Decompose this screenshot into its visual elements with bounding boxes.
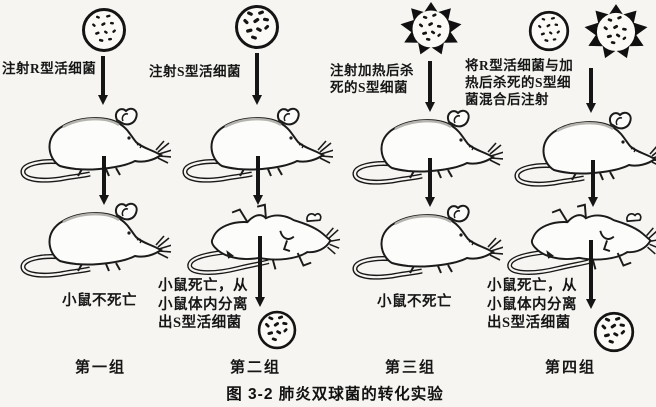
injection-arrow-group1	[101, 56, 105, 96]
figure-caption: 图 3-2 肺炎双球菌的转化实验	[226, 386, 444, 403]
alive-mouse-icon-group3-result	[348, 202, 503, 280]
injection-arrow-group4	[589, 68, 593, 104]
group-label-2: 第二组	[230, 360, 282, 376]
progress-arrow-group1	[102, 156, 106, 196]
dead-mouse-icon-group4	[502, 198, 656, 280]
group-label-1: 第一组	[75, 360, 127, 376]
injection-label-group4: 将R型活细菌与加 热后杀死的S型细 菌混合后注射	[465, 58, 574, 107]
isolation-arrow-group2	[258, 236, 262, 298]
progress-arrow-group2	[256, 156, 260, 196]
heat-killed-s-dish-icon-group4	[583, 3, 649, 63]
isolated-s-dish-icon-group4	[592, 310, 636, 354]
petri-dish-r-type-icon-group1	[80, 6, 128, 54]
progress-arrow-group4	[591, 160, 595, 198]
injection-arrow-group2	[255, 53, 259, 96]
heat-killed-s-dish-icon-group3	[399, 1, 463, 59]
injection-label-group1: 注射R型活细菌	[2, 61, 97, 76]
result-label-group2: 小鼠死亡，从 小鼠体内分离 出S型活细菌	[158, 278, 248, 331]
injection-label-group2: 注射S型活细菌	[149, 64, 242, 79]
group-label-4: 第四组	[545, 360, 597, 376]
result-label-group1: 小鼠不死亡	[62, 293, 137, 309]
alive-mouse-icon-group3-injected	[348, 107, 503, 185]
group-label-3: 第三组	[385, 360, 437, 376]
progress-arrow-group3	[428, 158, 432, 198]
petri-dish-r-type-icon-group4	[527, 9, 571, 53]
alive-mouse-icon-group4-injected	[510, 109, 656, 187]
result-label-group3: 小鼠不死亡	[377, 294, 452, 310]
isolation-arrow-group4	[589, 240, 593, 300]
result-label-group4: 小鼠死亡，从 小鼠体内分离 出S型活细菌	[487, 278, 577, 331]
alive-mouse-icon-group1-injected	[16, 105, 171, 183]
alive-mouse-icon-group1-result	[16, 200, 171, 278]
injection-label-group3: 注射加热后杀 死的S型细菌	[330, 63, 414, 95]
injection-arrow-group3	[428, 61, 432, 103]
isolated-s-dish-icon-group2	[256, 309, 298, 351]
petri-dish-s-type-icon-group2	[233, 3, 281, 51]
